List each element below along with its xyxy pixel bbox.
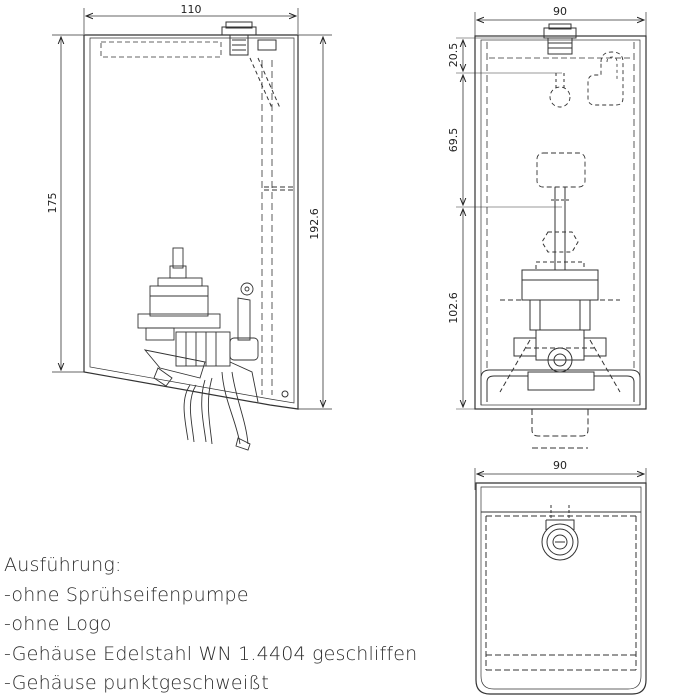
side-height-left-label: 175 — [46, 193, 59, 214]
note-line: -Gehäuse punktgeschweißt — [4, 672, 270, 694]
side-pump-mechanism — [137, 247, 259, 451]
side-view — [52, 8, 332, 451]
front-width-label: 90 — [553, 5, 567, 18]
specification-notes: Ausführung: -ohne Sprühseifenpumpe -ohne… — [4, 551, 417, 699]
bottom-view — [474, 468, 647, 695]
side-height-dimension-right — [298, 34, 332, 410]
front-view — [456, 12, 647, 449]
front-housing — [474, 23, 647, 449]
side-width-dimension — [83, 8, 299, 34]
side-height-dimension-left — [52, 34, 84, 373]
front-width-dimension — [474, 12, 647, 36]
side-housing — [83, 34, 299, 410]
note-line: -Gehäuse Edelstahl WN 1.4404 geschliffen — [4, 642, 418, 665]
front-dim-bottom-label: 102.6 — [447, 292, 460, 324]
front-dim-mid-label: 69.5 — [447, 128, 460, 153]
side-lock — [221, 21, 277, 56]
side-width-label: 110 — [181, 3, 202, 16]
bottom-housing — [475, 482, 647, 695]
front-dim-top-label: 20.5 — [447, 43, 460, 68]
notes-heading: Ausführung: — [4, 554, 122, 576]
front-height-dimensions — [456, 37, 562, 410]
note-line: -ohne Logo — [4, 613, 112, 635]
side-height-right-label: 192.6 — [308, 208, 321, 240]
note-line: -ohne Sprühseifenpumpe — [4, 583, 249, 606]
bottom-width-label: 90 — [553, 459, 567, 472]
